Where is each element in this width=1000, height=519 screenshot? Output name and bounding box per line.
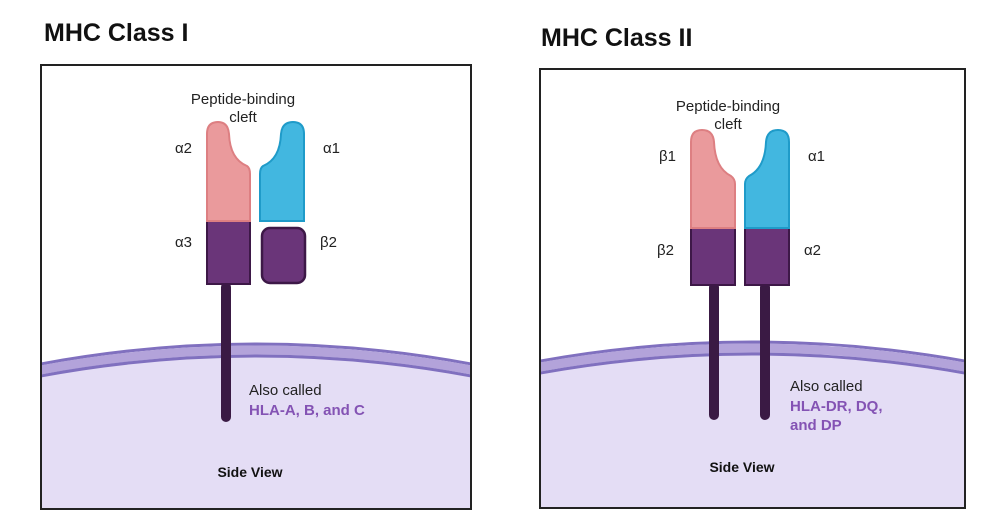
beta2-microglobulin — [260, 226, 307, 285]
beta2-label: β2 — [320, 234, 337, 251]
beta-chain-anchor — [709, 282, 719, 420]
also-called-label: Also called — [790, 378, 863, 395]
alpha-chain-anchor — [760, 282, 770, 420]
alpha1-domain — [744, 128, 790, 229]
alpha1-label: α1 — [323, 140, 340, 157]
beta1-label: β1 — [659, 148, 676, 165]
also-called-label: Also called — [249, 382, 322, 399]
cell-membrane-inner — [40, 354, 472, 378]
cell-membrane-outer — [539, 340, 966, 363]
panel-frame — [539, 68, 966, 509]
cleft-label-line2: cleft — [714, 116, 742, 133]
alpha2-domain — [206, 120, 251, 222]
hla-names-line1: HLA-DR, DQ, — [790, 398, 883, 415]
panel-frame — [40, 64, 472, 510]
cell-membrane-inner — [539, 352, 966, 375]
cleft-label-line1: Peptide-binding — [191, 91, 295, 108]
beta2-domain — [690, 226, 736, 286]
cell-membrane-outer — [40, 342, 472, 366]
mhc-class-2-diagram: Peptide-binding cleft β1 α1 β2 α2 Also c… — [539, 68, 966, 509]
mhc-class-2-title: MHC Class II — [541, 24, 693, 52]
cleft-label-line2: cleft — [229, 109, 257, 126]
alpha3-domain — [206, 218, 251, 285]
mhc-class-1-title: MHC Class I — [44, 19, 189, 47]
hla-names-line2: and DP — [790, 417, 842, 434]
hla-names: HLA-A, B, and C — [249, 402, 365, 419]
alpha1-domain — [259, 120, 305, 222]
transmembrane-anchor — [221, 282, 231, 422]
cell-membrane — [40, 345, 472, 375]
side-view-label: Side View — [217, 464, 282, 480]
cell-body — [40, 344, 472, 510]
cell-membrane — [539, 343, 966, 372]
alpha2-domain — [744, 226, 790, 286]
cleft-label-line1: Peptide-binding — [676, 98, 780, 115]
beta2-label: β2 — [657, 242, 674, 259]
alpha2-label: α2 — [175, 140, 192, 157]
alpha3-label: α3 — [175, 234, 192, 251]
side-view-label: Side View — [709, 459, 774, 475]
cell-body — [539, 342, 966, 509]
mhc-class-1-diagram: Peptide-binding cleft α2 α1 α3 β2 Also c… — [40, 64, 472, 510]
alpha1-label: α1 — [808, 148, 825, 165]
alpha2-label: α2 — [804, 242, 821, 259]
beta1-domain — [690, 128, 736, 229]
